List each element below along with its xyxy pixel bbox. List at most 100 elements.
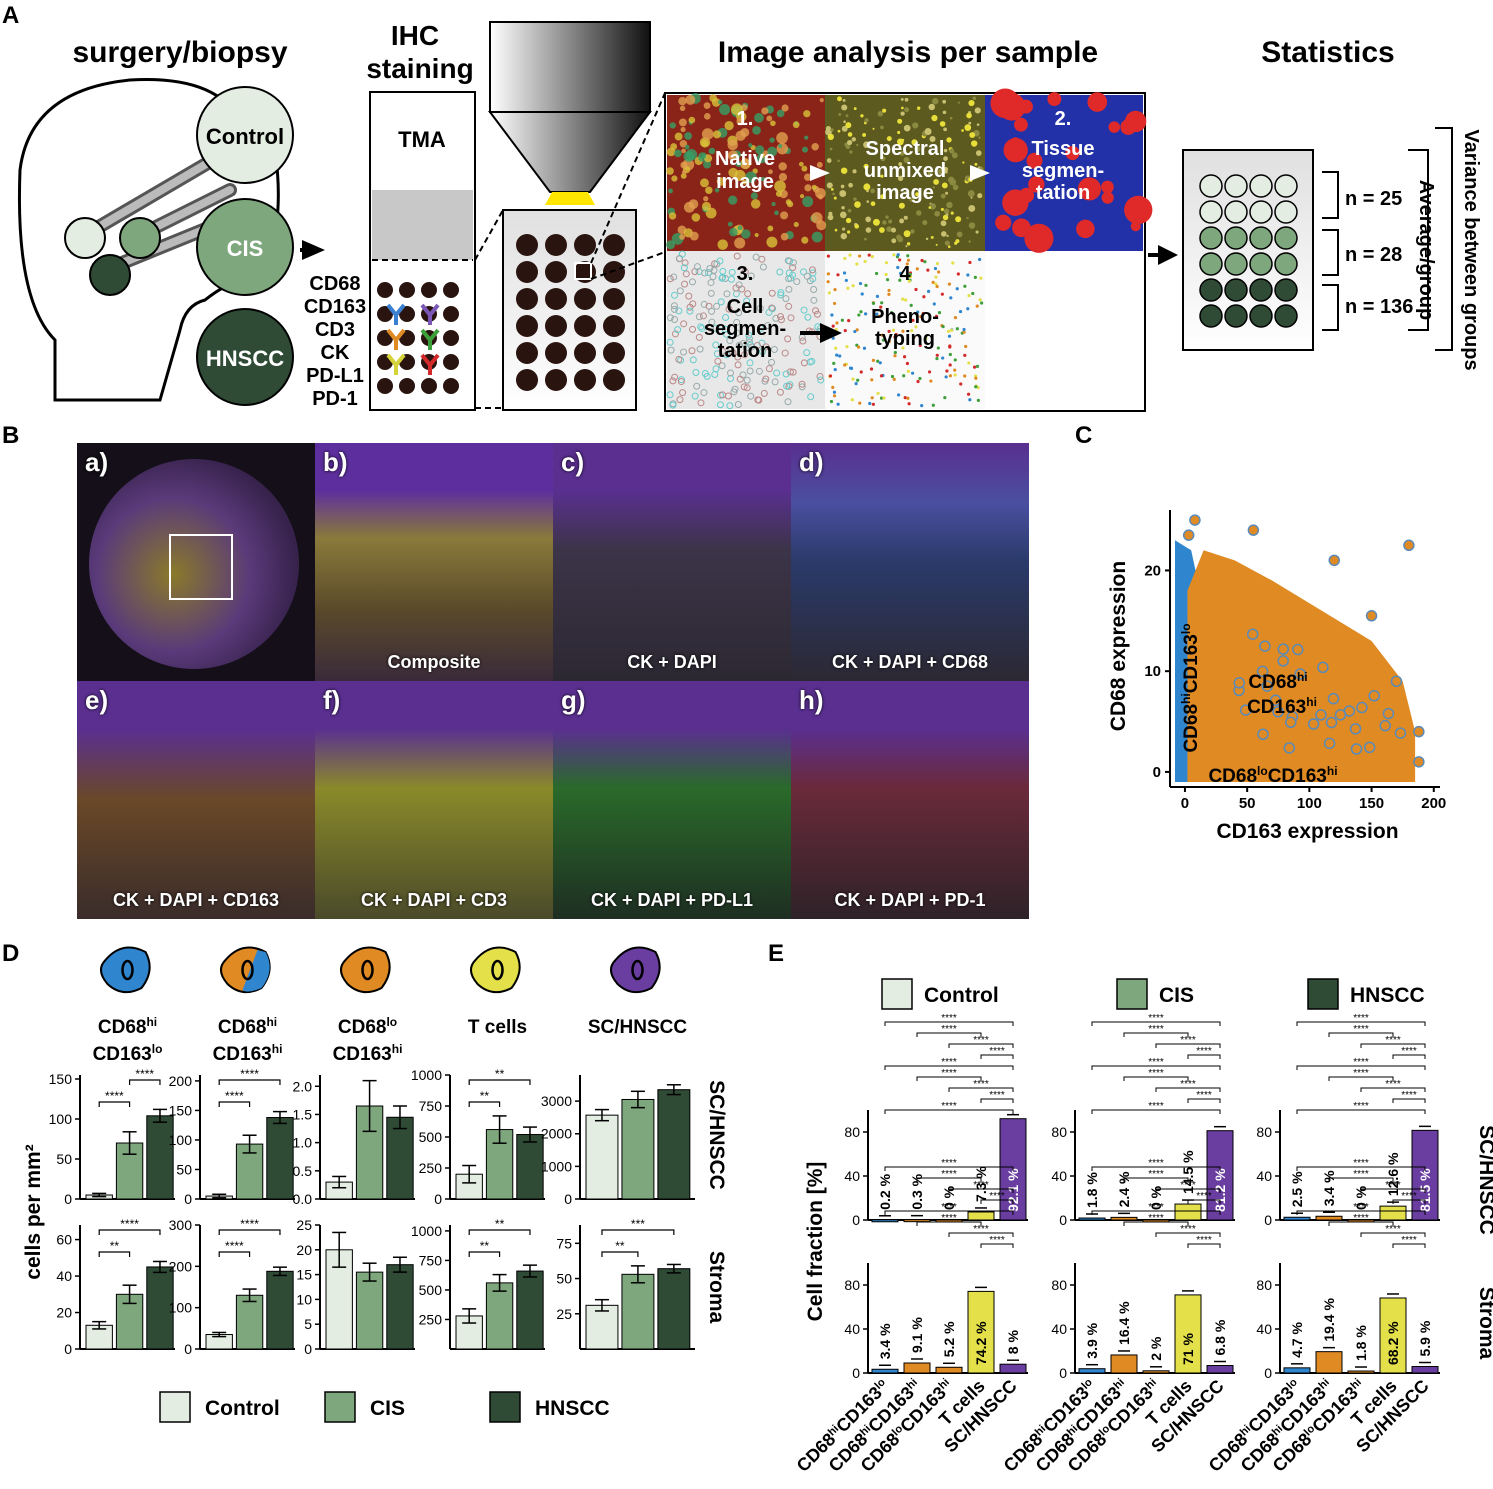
y-tick-label: 750 [419,1252,443,1268]
y-tick-label: 20 [1144,562,1161,579]
microscopy-tile-4: d)CK + DAPI + CD68 [791,443,1029,681]
panel-b-label: B [2,422,20,449]
y-tick-label: 0 [1264,1365,1272,1381]
bar [516,1134,544,1200]
y-tick-label: 40 [1051,1168,1067,1184]
title-analysis: Image analysis per sample [718,36,1098,69]
significance-bracket [980,1098,1014,1103]
significance-bracket [1360,1188,1426,1193]
y-tick-label: 0 [64,1191,72,1207]
significance-bracket [1360,1087,1426,1092]
svg-text:unmixed: unmixed [864,160,946,182]
region-label: CD68hiCD163lo [1179,623,1202,752]
group-cis-circle [196,198,294,296]
significance-label: ** [495,1217,505,1231]
title-ihc-2: staining [366,53,473,84]
significance-label: **** [973,1180,989,1191]
significance-label: **** [1385,1180,1401,1191]
panel-a-label: A [2,2,20,29]
significance-label: **** [1401,1090,1417,1101]
scatter-point [1413,725,1425,738]
scatter-point [1256,665,1269,678]
cell-type-title: CD163lo [93,1042,163,1065]
y-tick-label: 80 [1051,1277,1067,1293]
microscopy-tile-2: b)Composite [315,443,553,681]
value-label: 2.4 % [1116,1171,1132,1207]
scatter-point [1390,675,1403,688]
significance-bracket [884,1210,1014,1215]
x-tick-label: 200 [1421,795,1446,812]
bar [1174,1203,1202,1221]
bar [235,1294,264,1350]
significance-label: **** [1148,1213,1164,1224]
significance-label: **** [135,1067,154,1081]
arrow-icon [302,240,325,260]
panel-a-text: 2. [1055,108,1072,130]
svg-text:Tissue: Tissue [1032,138,1095,160]
y-tick-label: 0 [1264,1212,1272,1228]
group-hnscc-circle [196,308,294,406]
significance-bracket [468,1101,501,1107]
scatter-point [1283,742,1296,754]
y-tick-label: 5 [304,1316,312,1332]
significance-label: ** [495,1067,505,1081]
y-tick-label: 40 [1256,1168,1272,1184]
bar [585,1114,619,1200]
svg-text:tation: tation [1036,182,1090,204]
scatter-point [1315,709,1327,721]
value-label: 5.2 % [941,1321,957,1357]
significance-bracket [1392,1054,1426,1059]
bar [871,1219,899,1223]
svg-text:typing: typing [875,328,935,350]
microscopy-tile-1: a) [77,443,315,681]
bar [999,1363,1027,1374]
scatter-point [1233,677,1245,689]
significance-label: **** [240,1217,259,1231]
significance-label: ** [480,1239,490,1253]
bar [266,1117,294,1200]
scatter-point [1246,628,1259,640]
significance-label: **** [1148,1024,1164,1035]
microscope-objective-icon [489,21,651,113]
legend-label: CIS [1159,984,1194,1007]
significance-bracket [1328,1221,1394,1226]
panel-a-text: TMA [398,127,446,152]
y-tick-label: 100 [169,1132,193,1148]
cell-type-icon [340,946,391,994]
cell-type-title: T cells [468,1017,527,1038]
significance-label: **** [1353,1068,1369,1079]
bar [903,1362,931,1374]
y-tick-label: 0 [1059,1212,1067,1228]
cell-type-title: CD68lo [338,1015,397,1038]
significance-bracket [948,1232,1014,1237]
scatter-point [1317,661,1329,674]
bar [386,1264,414,1350]
cell-type-title: CD163hi [333,1042,403,1065]
tile-letter: g) [561,685,586,715]
significance-bracket [1328,1076,1394,1081]
y-tick-label: 10 [296,1291,312,1307]
significance-label: **** [1353,1013,1369,1024]
microscopy-tile-6: f)CK + DAPI + CD3 [315,681,553,919]
significance-bracket [1123,1221,1189,1226]
y-tick-label: 1000 [541,1158,572,1174]
value-label: 7.3 % [973,1166,989,1202]
y-tick-label: 25 [556,1306,572,1322]
value-label: 2.5 % [1289,1171,1305,1207]
significance-bracket [601,1229,675,1235]
value-label: 1.8 % [1084,1172,1100,1208]
significance-bracket [1187,1199,1221,1204]
y-tick-label: 1000 [411,1067,442,1083]
antibody-icon [420,328,440,350]
group-control-circle [196,86,294,184]
scatter-point [1350,743,1363,755]
n-label: n = 136 [1345,296,1413,318]
significance-label: **** [941,1158,957,1169]
significance-bracket [218,1101,251,1107]
scatter-point [1413,756,1425,768]
microscopy-tile-7: g)CK + DAPI + PD-L1 [553,681,791,919]
significance-bracket [1155,1043,1221,1048]
legend-swatch [881,978,913,1010]
significance-label: **** [1353,1158,1369,1169]
